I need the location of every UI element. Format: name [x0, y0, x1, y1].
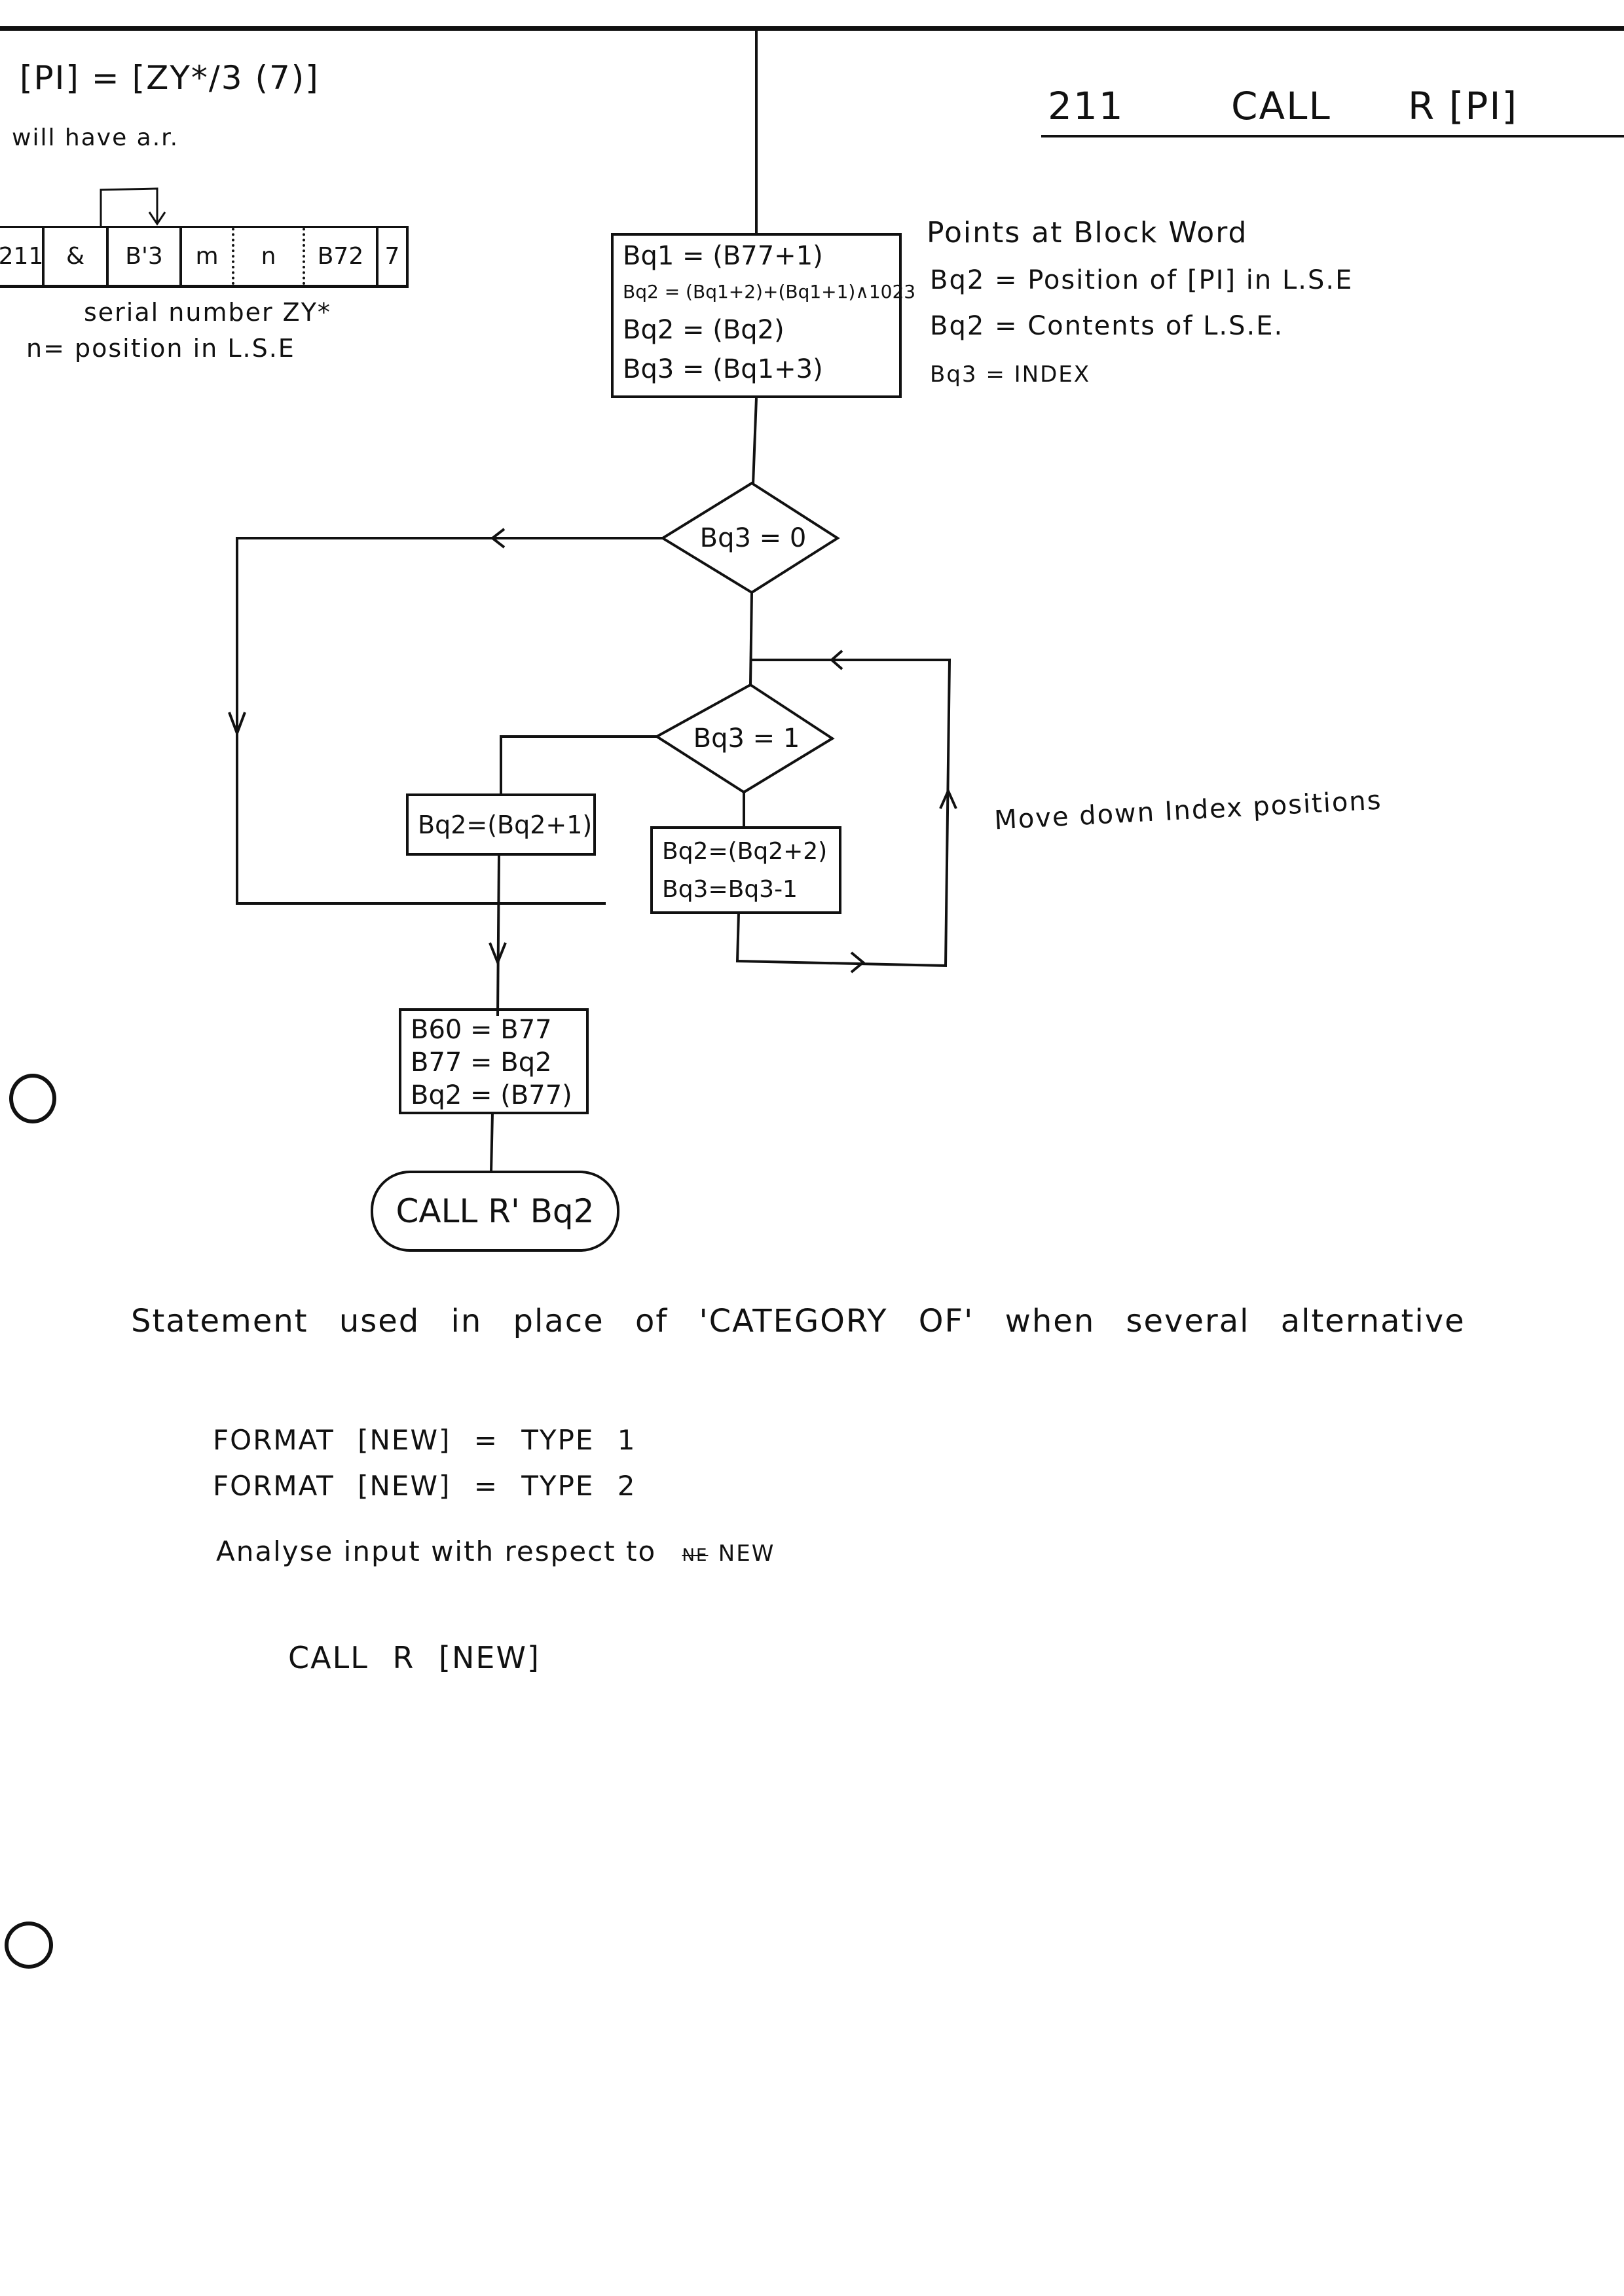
move-index-box: Bq2=(Bq2+2) Bq3=Bq3-1: [650, 826, 841, 914]
decision-label-2: Bq3 = 1: [693, 723, 800, 754]
analyse-line: Analyse input with respect to NE NEW: [216, 1535, 775, 1567]
routine-title: CALL: [1231, 84, 1331, 128]
arrow-down-final: [489, 942, 507, 966]
increment-line: Bq2=(Bq2+1): [418, 810, 593, 839]
annotation-line: Bq3 = INDEX: [930, 361, 1091, 388]
annotation-line: Bq2 = Position of [PI] in L.S.E: [930, 265, 1354, 295]
connector-d2-left: [500, 735, 657, 793]
analyse-prefix: Analyse input with respect to: [216, 1535, 657, 1567]
increment-box: Bq2=(Bq2+1): [406, 793, 596, 856]
analyse-struck: NE: [682, 1546, 709, 1565]
connector-d1-d2: [749, 592, 753, 685]
decision-diamond-2: [654, 683, 835, 794]
init-line: Bq3 = (Bq1+3): [623, 354, 823, 384]
will-have-note: will have a.r.: [12, 124, 179, 151]
word-cell: B72: [305, 228, 378, 285]
format-line-1: FORMAT [NEW] = TYPE 1: [213, 1424, 637, 1456]
position-note: n= position in L.S.E: [26, 334, 295, 363]
arrow-down-left: [228, 712, 246, 737]
connector-inc-final: [496, 854, 500, 1017]
connector-d1-left: [236, 537, 663, 905]
pi-definition: [PI] = [ZY*/3 (7)]: [20, 59, 320, 97]
decision-diamond-1: [660, 481, 840, 594]
connector-init-d1: [752, 397, 758, 485]
word-cell: 7: [378, 228, 409, 285]
routine-number: 211: [1048, 84, 1124, 128]
call-new-line: CALL R [NEW]: [288, 1640, 540, 1675]
final-process-box: B60 = B77 B77 = Bq2 Bq2 = (B77): [399, 1008, 589, 1114]
final-line: B77 = Bq2: [411, 1048, 552, 1078]
connector-final-terminal: [490, 1112, 494, 1173]
word-cell: m: [182, 228, 234, 285]
init-process-box: Bq1 = (B77+1) Bq2 = (Bq1+2)+(Bq1+1)∧1023…: [611, 233, 916, 398]
init-line: Bq1 = (B77+1): [623, 241, 823, 271]
word-layout-table: 211 & B'3 m n B72 7: [0, 226, 409, 288]
word-arrow-head: [148, 211, 166, 226]
arrow-left-d1: [490, 528, 506, 549]
move-line: Bq3=Bq3-1: [662, 876, 798, 903]
analyse-target: NEW: [718, 1540, 775, 1567]
connector-loop: [735, 659, 951, 968]
word-arrow: [100, 187, 166, 228]
arrow-loop-right: [850, 951, 866, 974]
word-arrow-path: [100, 187, 158, 228]
annotation-line: Points at Block Word: [927, 216, 1248, 249]
annotation-line: Bq2 = Contents of L.S.E.: [930, 311, 1284, 341]
word-cell: n: [234, 228, 305, 285]
page-top-rule: [0, 26, 1624, 31]
punch-hole-bottom: [5, 1922, 53, 1969]
move-line: Bq2=(Bq2+2): [662, 838, 828, 865]
final-line: B60 = B77: [411, 1015, 552, 1045]
terminal-shape: [371, 1171, 619, 1252]
format-line-2: FORMAT [NEW] = TYPE 2: [213, 1470, 637, 1502]
final-line: Bq2 = (B77): [411, 1080, 572, 1110]
word-cell: B'3: [109, 228, 182, 285]
word-cell: &: [45, 228, 109, 285]
punch-hole-top: [9, 1074, 56, 1123]
word-cell: 211: [0, 228, 45, 285]
routine-operand: R [PI]: [1408, 84, 1519, 128]
arrow-loop-up: [939, 788, 957, 809]
serial-number-note: serial number ZY*: [84, 298, 331, 327]
arrow-loop-left: [829, 649, 843, 670]
init-line: Bq2 = (Bq2): [623, 315, 784, 345]
decision-label-1: Bq3 = 0: [699, 523, 807, 553]
init-line: Bq2 = (Bq1+2)+(Bq1+1)∧1023: [623, 281, 916, 302]
statement-note: Statement used in place of 'CATEGORY OF'…: [131, 1303, 1466, 1339]
terminal-label: CALL R' Bq2: [396, 1192, 595, 1230]
header-underline: [1041, 135, 1624, 137]
